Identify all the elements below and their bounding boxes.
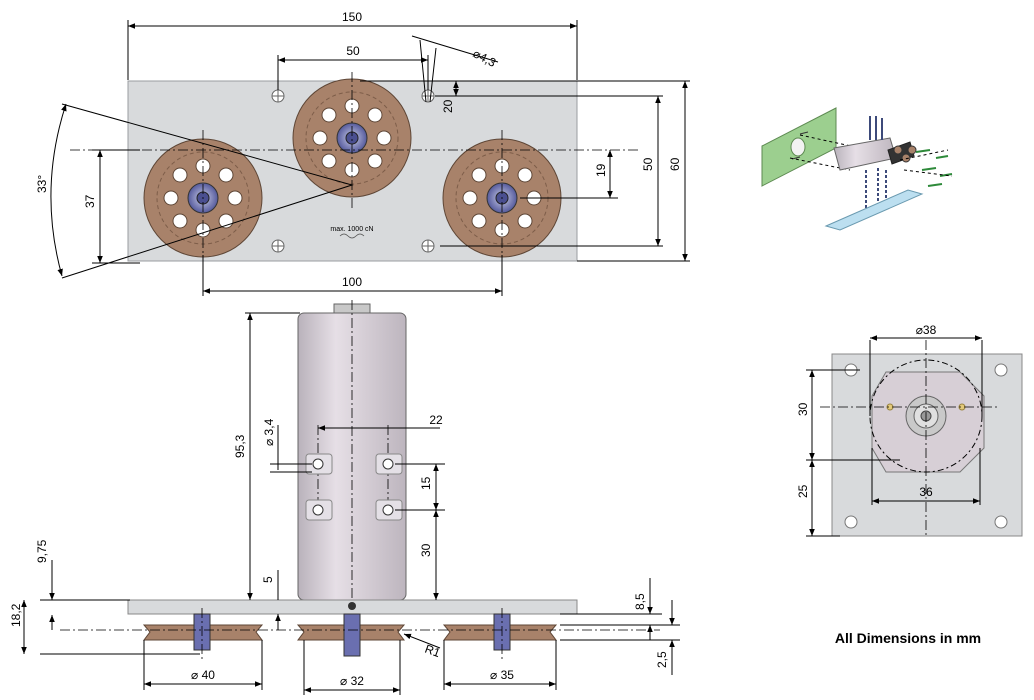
load-label: max. 1000 cN [330, 226, 373, 233]
dim-pulley-40: ⌀ 40 [191, 668, 215, 682]
dim-hole-diameter: ⌀4,3 [471, 46, 499, 70]
dim-15: 15 [419, 476, 433, 490]
dim-5: 5 [261, 576, 275, 583]
dim-pulley-35: ⌀ 35 [490, 668, 514, 682]
dim-20: 20 [441, 99, 455, 113]
lower-pulleys [142, 613, 558, 657]
dim-50-right: 50 [641, 157, 655, 171]
iso-blue-plate [824, 189, 924, 231]
dim-36: 36 [919, 485, 933, 499]
dim-angle: 33° [35, 175, 49, 193]
dim-100: 100 [342, 275, 362, 289]
dim-150: 150 [342, 10, 362, 24]
mounting-slots [305, 453, 403, 521]
dim-22: 22 [429, 413, 443, 427]
dim-50-top: 50 [346, 44, 360, 58]
dim-diameter-38: ⌀38 [916, 323, 937, 337]
dim-19: 19 [594, 163, 608, 177]
side-view: 95,3 ⌀ 3,4 22 15 30 9,75 18,2 5 8,5 2,5 … [9, 300, 680, 695]
dim-hole-3-4: ⌀ 3,4 [262, 418, 276, 446]
dim-60: 60 [668, 157, 682, 171]
end-view: ⌀38 30 25 36 [796, 323, 1023, 537]
pulley-center [292, 78, 412, 198]
dim-9-75: 9,75 [35, 539, 49, 563]
isometric-view [761, 107, 953, 231]
dim-30-end: 30 [796, 402, 810, 416]
dim-37: 37 [83, 194, 97, 208]
dim-25-end: 25 [796, 484, 810, 498]
units-note: All Dimensions in mm [835, 630, 981, 646]
dim-8-5: 8,5 [633, 593, 647, 610]
dim-2-5: 2,5 [655, 651, 669, 668]
dim-r1: R1 [423, 642, 443, 661]
dim-pulley-32: ⌀ 32 [340, 674, 364, 688]
top-view: max. 1000 cN 150 50 ⌀4,3 20 19 50 60 33° [35, 10, 690, 296]
dim-95-3: 95,3 [233, 434, 247, 458]
dim-30-side: 30 [419, 543, 433, 557]
iso-housing [833, 137, 897, 171]
dim-18-2: 18,2 [9, 603, 23, 627]
